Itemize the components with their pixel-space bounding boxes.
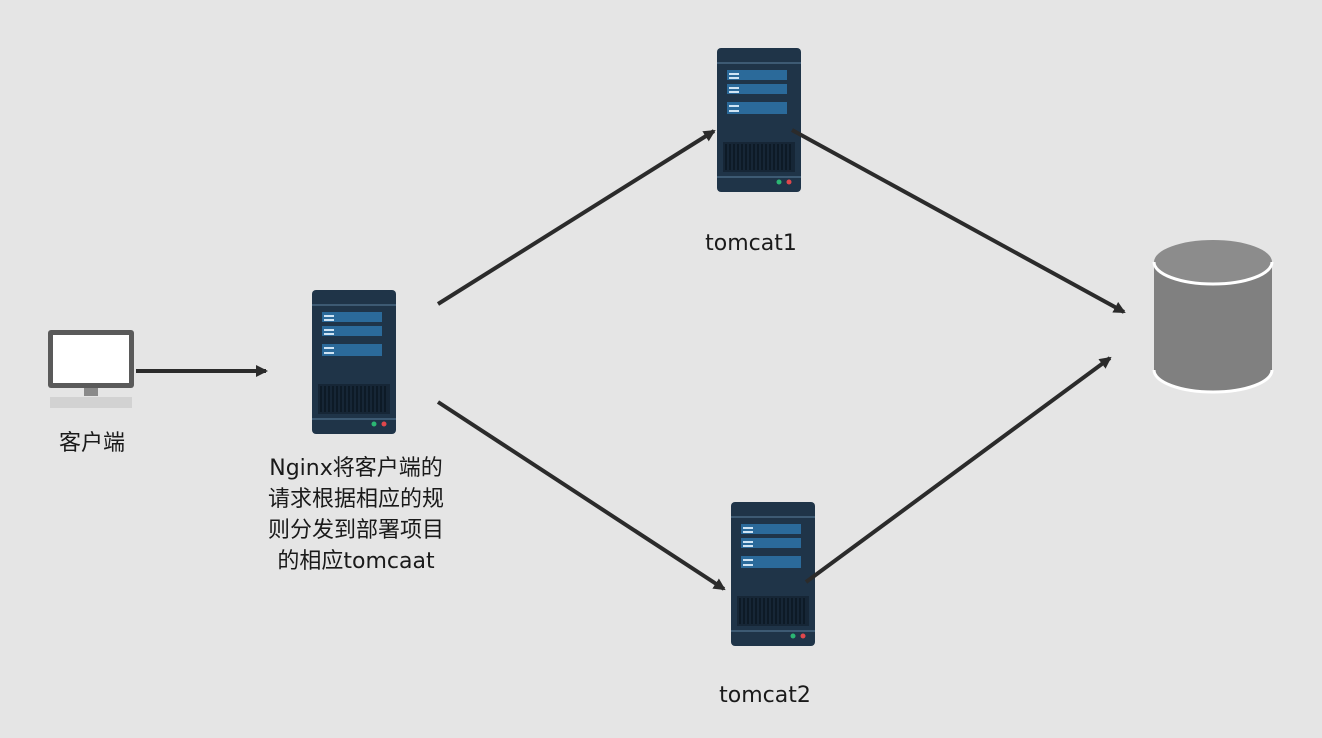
tomcat2-label: tomcat2	[719, 683, 811, 708]
tomcat1-server-icon	[717, 48, 801, 192]
desktop-monitor-icon	[48, 330, 134, 408]
nginx-label: Nginx将客户端的请求根据相应的规则分发到部署项目的相应tomcaat	[267, 456, 444, 574]
tomcat1-label: tomcat1	[705, 231, 797, 256]
database-cylinder-icon	[1152, 240, 1274, 394]
client-label: 客户端	[58, 431, 125, 456]
edge-nginx-tomcat1	[436, 129, 716, 306]
edge-tomcat2-database	[804, 356, 1112, 584]
nginx-server-icon	[312, 290, 396, 434]
tomcat2-server-icon	[731, 502, 815, 646]
edge-tomcat1-database	[791, 128, 1126, 314]
edge-nginx-tomcat2	[436, 400, 726, 591]
